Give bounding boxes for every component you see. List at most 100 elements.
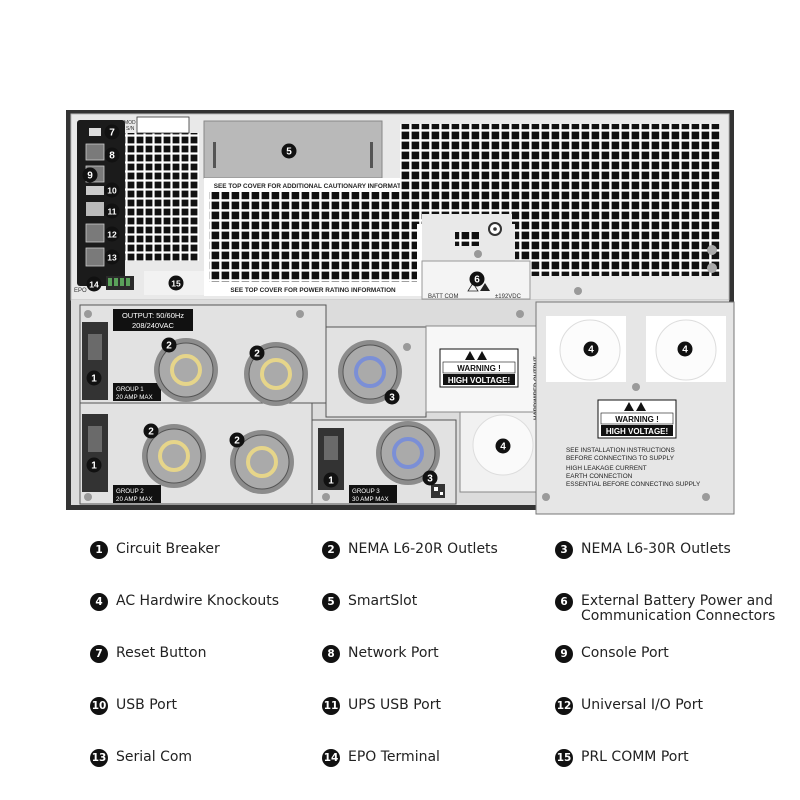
legend-label: EPO Terminal bbox=[348, 749, 440, 765]
legend-number: 4 bbox=[90, 593, 108, 611]
marker-1: 1 bbox=[86, 457, 102, 473]
marker-1: 1 bbox=[86, 370, 102, 386]
high-voltage-small-text: HIGH VOLTAGE! bbox=[448, 376, 510, 385]
right-vent-grill bbox=[400, 124, 720, 224]
marker-4: 4 bbox=[677, 341, 693, 357]
marker-2: 2 bbox=[229, 432, 245, 448]
marker-number: 3 bbox=[389, 393, 395, 404]
group2-label-line1: GROUP 2 bbox=[116, 488, 144, 495]
legend-number: 12 bbox=[555, 697, 573, 715]
marker-10: 10 bbox=[104, 182, 120, 198]
mod-sn-label bbox=[136, 116, 190, 134]
marker-2: 2 bbox=[161, 337, 177, 353]
marker-number: 11 bbox=[108, 207, 117, 217]
marker-number: 4 bbox=[682, 345, 688, 356]
legend-label: Network Port bbox=[348, 645, 439, 661]
group3-label-line2: 30 AMP MAX bbox=[352, 496, 389, 503]
legend-number: 14 bbox=[322, 749, 340, 767]
marker-number: 4 bbox=[588, 345, 594, 356]
legend-number: 10 bbox=[90, 697, 108, 715]
legend-item-9: 9 Console Port bbox=[555, 645, 669, 663]
nema-l6-20r-outlet bbox=[142, 424, 206, 488]
notice-line-1: SEE INSTALLATION INSTRUCTIONS bbox=[566, 447, 675, 454]
marker-number: 5 bbox=[286, 147, 292, 158]
legend-item-14: 14 EPO Terminal bbox=[322, 749, 440, 767]
legend-item-12: 12 Universal I/O Port bbox=[555, 697, 703, 715]
legend-number: 1 bbox=[90, 541, 108, 559]
marker-number: 2 bbox=[166, 341, 172, 352]
marker-3: 3 bbox=[422, 470, 438, 486]
group3-label-line1: GROUP 3 bbox=[352, 488, 380, 495]
legend-label: Console Port bbox=[581, 645, 669, 661]
marker-9: 9 bbox=[82, 167, 98, 183]
legend-item-6: 6 External Battery Power and Communicatio… bbox=[555, 593, 776, 624]
marker-3: 3 bbox=[384, 389, 400, 405]
legend-label: Circuit Breaker bbox=[116, 541, 220, 557]
legend-number: 15 bbox=[555, 749, 573, 767]
marker-number: 8 bbox=[109, 151, 115, 162]
legend-label: External Battery Power and Communication… bbox=[581, 593, 776, 624]
marker-4: 4 bbox=[583, 341, 599, 357]
marker-number: 2 bbox=[148, 427, 154, 438]
output-label-box bbox=[113, 309, 193, 331]
marker-2: 2 bbox=[143, 423, 159, 439]
marker-number: 1 bbox=[328, 476, 334, 487]
legend-item-1: 1 Circuit Breaker bbox=[90, 541, 220, 559]
group2-label-line2: 20 AMP MAX bbox=[116, 496, 153, 503]
legend-label: Universal I/O Port bbox=[581, 697, 703, 713]
notice-line-3: HIGH LEAKAGE CURRENT bbox=[566, 465, 647, 472]
caution-text: SEE TOP COVER FOR ADDITIONAL CAUTIONARY … bbox=[214, 183, 413, 190]
marker-number: 14 bbox=[89, 280, 99, 290]
sn-label: S/N bbox=[126, 126, 135, 132]
legend-number: 5 bbox=[322, 593, 340, 611]
notice-line-4: EARTH CONNECTION bbox=[566, 473, 633, 480]
marker-12: 12 bbox=[104, 226, 120, 242]
warning-small-text: WARNING ! bbox=[457, 364, 501, 373]
notice-line-5: ESSENTIAL BEFORE CONNECTING SUPPLY bbox=[566, 481, 701, 488]
marker-number: 13 bbox=[107, 253, 117, 263]
output-label-line1: OUTPUT: 50/60Hz bbox=[122, 311, 184, 320]
legend-number: 2 bbox=[322, 541, 340, 559]
nema-l6-20r-outlet bbox=[154, 338, 218, 402]
batt-com-label: BATT COM bbox=[428, 294, 458, 300]
legend-number: 8 bbox=[322, 645, 340, 663]
legend-item-2: 2 NEMA L6-20R Outlets bbox=[322, 541, 498, 559]
marker-1: 1 bbox=[323, 472, 339, 488]
warning-large-text: WARNING ! bbox=[615, 415, 659, 424]
nema-l6-20r-outlet bbox=[230, 430, 294, 494]
legend-label: NEMA L6-20R Outlets bbox=[348, 541, 498, 557]
marker-11: 11 bbox=[104, 203, 120, 219]
legend-label: UPS USB Port bbox=[348, 697, 441, 713]
marker-number: 15 bbox=[171, 279, 181, 289]
legend-number: 3 bbox=[555, 541, 573, 559]
circuit-breaker-group2 bbox=[82, 414, 108, 492]
circuit-breaker-group1 bbox=[82, 322, 108, 400]
marker-number: 12 bbox=[107, 230, 117, 240]
center-vent-grill bbox=[209, 192, 417, 282]
legend-label: USB Port bbox=[116, 697, 177, 713]
nema-l6-30r-outlet bbox=[338, 340, 402, 404]
legend-label: SmartSlot bbox=[348, 593, 418, 609]
marker-5: 5 bbox=[281, 143, 297, 159]
legend-item-5: 5 SmartSlot bbox=[322, 593, 418, 611]
legend-label: Reset Button bbox=[116, 645, 207, 661]
marker-2: 2 bbox=[249, 345, 265, 361]
legend-item-10: 10 USB Port bbox=[90, 697, 177, 715]
marker-8: 8 bbox=[104, 147, 120, 163]
marker-number: 7 bbox=[109, 128, 115, 139]
marker-number: 2 bbox=[234, 436, 240, 447]
legend-number: 9 bbox=[555, 645, 573, 663]
legend-number: 6 bbox=[555, 593, 573, 611]
high-voltage-large-text: HIGH VOLTAGE! bbox=[606, 427, 668, 436]
marker-13: 13 bbox=[104, 249, 120, 265]
marker-number: 3 bbox=[427, 474, 433, 485]
group1-label-line1: GROUP 1 bbox=[116, 386, 144, 393]
legend-label: Serial Com bbox=[116, 749, 193, 765]
legend-item-8: 8 Network Port bbox=[322, 645, 439, 663]
